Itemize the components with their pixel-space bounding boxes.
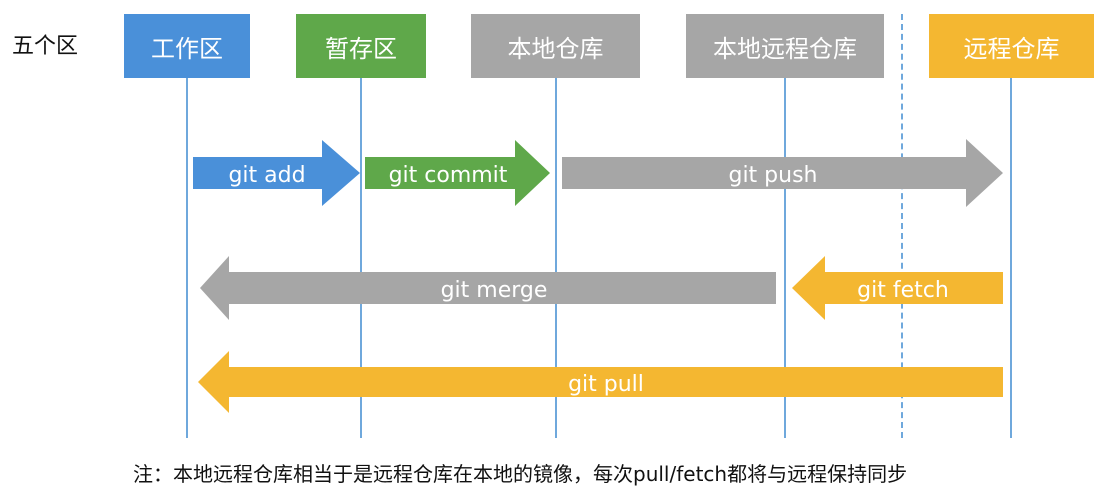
arrow-git-pull: git pull (198, 351, 1003, 413)
lifeline-local-repository (555, 78, 557, 438)
zone-remote-repository: 远程仓库 (929, 14, 1094, 78)
arrow-label: git merge (441, 278, 548, 303)
arrow-git-add: git add (193, 140, 360, 206)
arrow-git-commit: git commit (365, 140, 550, 206)
arrow-git-push: git push (562, 139, 1003, 207)
arrow-label: git commit (389, 163, 508, 188)
zone-local-repository: 本地仓库 (471, 14, 640, 78)
arrow-label: git pull (568, 372, 644, 397)
lifeline-local-remote-repository (784, 78, 786, 438)
diagram-title: 五个区 (12, 34, 79, 59)
arrow-git-merge: git merge (200, 256, 776, 320)
lifeline-working-directory (186, 78, 188, 438)
arrow-git-fetch: git fetch (792, 256, 1003, 320)
local-remote-divider (901, 14, 903, 438)
zone-working-directory: 工作区 (124, 14, 250, 78)
arrow-label: git push (728, 163, 817, 188)
zone-label: 远程仓库 (963, 34, 1060, 63)
zone-local-remote-repository: 本地远程仓库 (686, 14, 884, 78)
footnote: 注：本地远程仓库相当于是远程仓库在本地的镜像，每次pull/fetch都将与远程… (133, 462, 908, 486)
zone-label: 本地远程仓库 (713, 34, 857, 63)
arrow-label: git add (228, 163, 305, 188)
arrow-label: git fetch (857, 278, 949, 303)
zone-label: 工作区 (151, 34, 223, 63)
lifeline-staging-area (360, 78, 362, 438)
lifeline-remote-repository (1010, 78, 1012, 438)
zone-label: 本地仓库 (507, 34, 604, 63)
zone-staging-area: 暂存区 (296, 14, 426, 78)
zone-label: 暂存区 (325, 34, 397, 63)
